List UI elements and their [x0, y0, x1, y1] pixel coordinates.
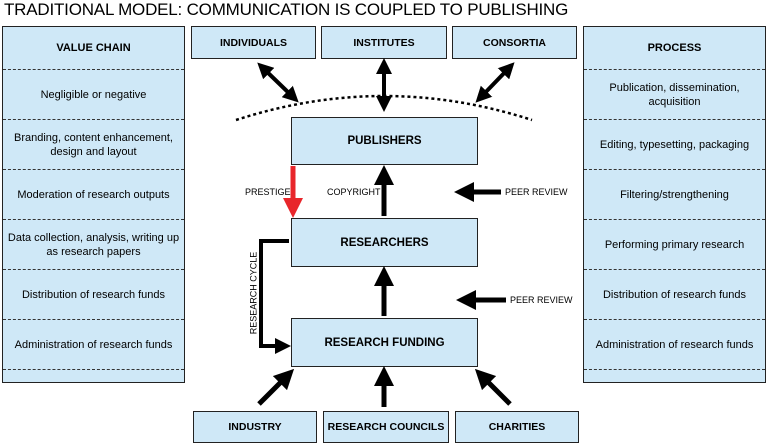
industry-box: INDUSTRY [193, 411, 317, 443]
industry-arrow [257, 368, 295, 406]
value-chain-panel: VALUE CHAIN Negligible or negative Brand… [2, 26, 185, 383]
research-cycle-path [259, 239, 289, 348]
institutes-box: INSTITUTES [321, 26, 447, 59]
individuals-box: INDIVIDUALS [191, 26, 316, 59]
process-row: Editing, typesetting, packaging [584, 119, 765, 169]
process-row: Distribution of research funds [584, 269, 765, 319]
charities-arrow [474, 368, 512, 406]
consortia-double-arrow [475, 62, 515, 103]
value-chain-row: Negligible or negative [3, 69, 184, 119]
consortia-box: CONSORTIA [452, 26, 577, 59]
value-chain-row: Administration of research funds [3, 319, 184, 369]
value-chain-row: Branding, content enhancement, design an… [3, 119, 184, 169]
charities-box: CHARITIES [455, 411, 579, 443]
process-row: Publication, dissemination, acquisition [584, 69, 765, 119]
value-chain-row: Data collection, analysis, writing up as… [3, 219, 184, 269]
process-row: Performing primary research [584, 219, 765, 269]
individuals-double-arrow [257, 62, 299, 103]
process-panel: PROCESS Publication, dissemination, acqu… [583, 26, 766, 383]
process-row: Filtering/strengthening [584, 169, 765, 219]
process-row: Administration of research funds [584, 319, 765, 369]
prestige-label: PRESTIGE [245, 187, 291, 197]
page-title: TRADITIONAL MODEL: COMMUNICATION IS COUP… [4, 0, 569, 19]
copyright-label: COPYRIGHT [327, 187, 381, 197]
peer-review-label-1: PEER REVIEW [505, 187, 568, 197]
value-chain-row: Distribution of research funds [3, 269, 184, 319]
value-chain-row: Moderation of research outputs [3, 169, 184, 219]
research-councils-box: RESEARCH COUNCILS [323, 411, 449, 443]
process-heading: PROCESS [647, 42, 702, 54]
peer-review-label-2: PEER REVIEW [510, 295, 573, 305]
publishers-box: PUBLISHERS [291, 117, 478, 165]
process-row-empty [584, 369, 765, 381]
value-chain-row-empty [3, 369, 184, 381]
value-chain-heading: VALUE CHAIN [56, 42, 131, 54]
